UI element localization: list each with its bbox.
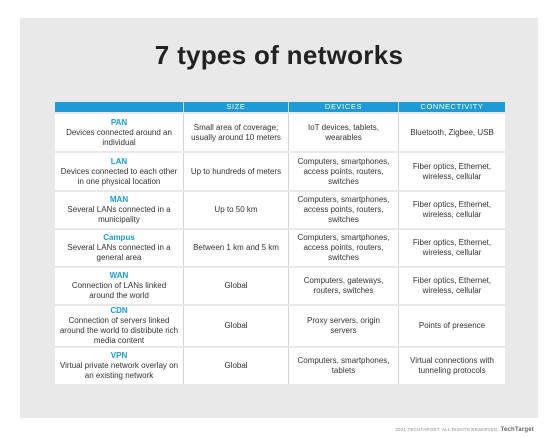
network-name: Campus	[103, 233, 135, 242]
table-row: MAN Several LANs connected in a municipa…	[55, 192, 505, 228]
devices-cell: Computers, smartphones, access points, r…	[289, 192, 399, 228]
networks-table: SIZE DEVICES CONNECTIVITY PAN Devices co…	[55, 100, 505, 386]
network-type-cell: WAN Connection of LANs linked around the…	[55, 268, 184, 304]
network-description: Virtual private network overlay on an ex…	[59, 361, 179, 380]
connectivity-cell: Fiber optics, Ethernet, wireless, cellul…	[399, 268, 505, 304]
connectivity-cell: Bluetooth, Zigbee, USB	[399, 114, 505, 151]
header-devices: DEVICES	[289, 102, 399, 112]
network-name: PAN	[110, 117, 128, 127]
size-cell: Up to hundreds of meters	[184, 153, 289, 190]
devices-cell: Computers, smartphones, access points, r…	[289, 230, 399, 266]
network-name: CDN	[110, 306, 128, 315]
network-type-cell: VPN Virtual private network overlay on a…	[55, 348, 184, 384]
network-description: Connection of LANs linked around the wor…	[71, 281, 167, 300]
network-name: WAN	[109, 271, 129, 280]
size-cell: Global	[184, 306, 289, 346]
connectivity-cell: Virtual connections with tunneling proto…	[399, 348, 505, 384]
copyright-text: 2021 TECHTARGET. ALL RIGHTS RESERVED.	[395, 427, 500, 432]
network-type-cell: LAN Devices connected to each other in o…	[55, 153, 184, 190]
network-type-cell: Campus Several LANs connected in a gener…	[55, 230, 184, 266]
devices-cell: Proxy servers, origin servers	[289, 306, 399, 346]
connectivity-cell: Fiber optics, Ethernet, wireless, cellul…	[399, 153, 505, 190]
connectivity-cell: Fiber optics, Ethernet, wireless, cellul…	[399, 192, 505, 228]
network-name: LAN	[110, 156, 128, 166]
size-cell: Between 1 km and 5 km	[184, 230, 289, 266]
techtarget-logo: TechTarget	[500, 427, 534, 433]
network-type-cell: MAN Several LANs connected in a municipa…	[55, 192, 184, 228]
connectivity-cell: Fiber optics, Ethernet, wireless, cellul…	[399, 230, 505, 266]
network-description: Devices connected around an individual	[66, 127, 172, 147]
network-name: MAN	[109, 195, 129, 204]
network-description: Several LANs connected in a municipality	[67, 205, 171, 224]
footer-credit: 2021 TECHTARGET. ALL RIGHTS RESERVED. Te…	[395, 427, 534, 433]
table-row: CDN Connection of servers linked around …	[55, 306, 505, 346]
connectivity-cell: Points of presence	[399, 306, 505, 346]
size-cell: Global	[184, 348, 289, 384]
devices-cell: Computers, gateways, routers, switches	[289, 268, 399, 304]
infographic-card: 7 types of networks SIZE DEVICES CONNECT…	[20, 18, 538, 418]
table-row: Campus Several LANs connected in a gener…	[55, 230, 505, 266]
header-type	[55, 102, 184, 112]
table-row: LAN Devices connected to each other in o…	[55, 153, 505, 190]
devices-cell: IoT devices, tablets, wearables	[289, 114, 399, 151]
network-description: Devices connected to each other in one p…	[60, 166, 178, 186]
page-title: 7 types of networks	[154, 40, 404, 70]
header-connectivity: CONNECTIVITY	[399, 102, 505, 112]
table-header-row: SIZE DEVICES CONNECTIVITY	[55, 102, 505, 112]
size-cell: Small area of coverage; usually around 1…	[184, 114, 289, 151]
network-type-cell: PAN Devices connected around an individu…	[55, 114, 184, 151]
table-row: VPN Virtual private network overlay on a…	[55, 348, 505, 384]
network-type-cell: CDN Connection of servers linked around …	[55, 306, 184, 346]
table-row: WAN Connection of LANs linked around the…	[55, 268, 505, 304]
header-size: SIZE	[184, 102, 289, 112]
network-description: Connection of servers linked around the …	[59, 316, 179, 345]
table-row: PAN Devices connected around an individu…	[55, 114, 505, 151]
network-name: VPN	[110, 351, 128, 360]
size-cell: Up to 50 km	[184, 192, 289, 228]
devices-cell: Computers, smartphones, access points, r…	[289, 153, 399, 190]
network-description: Several LANs connected in a general area	[67, 243, 171, 262]
size-cell: Global	[184, 268, 289, 304]
devices-cell: Computers, smartphones, tablets	[289, 348, 399, 384]
